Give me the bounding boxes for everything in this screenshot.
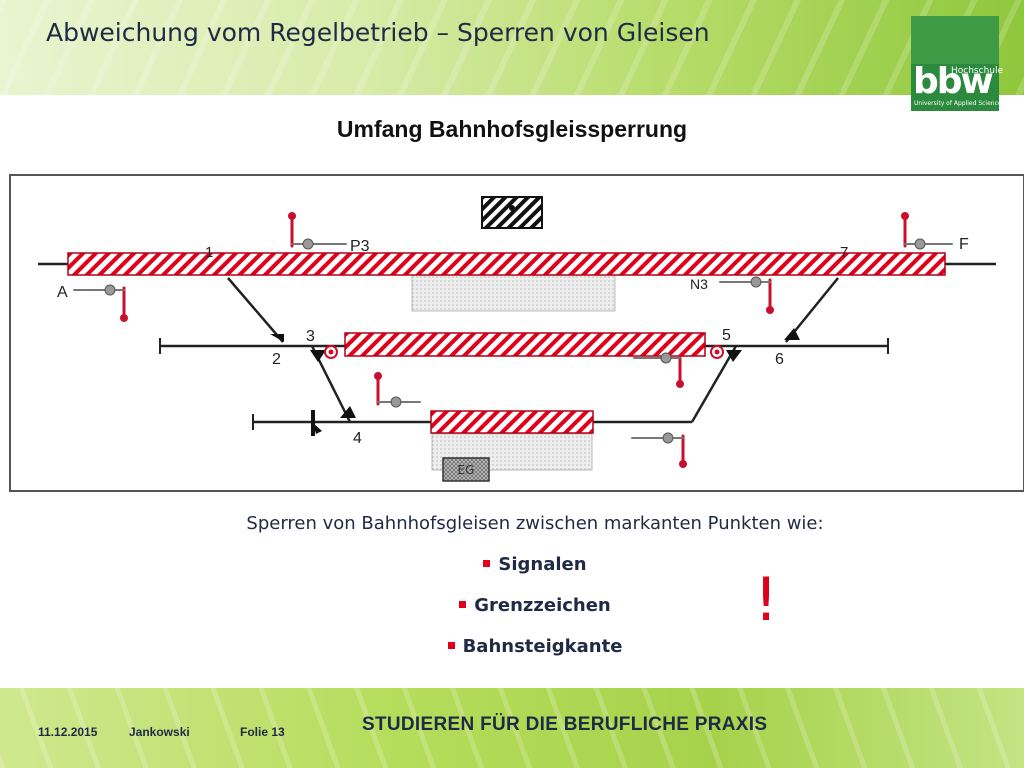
logo-mark: bbw <box>913 61 994 102</box>
building-eg <box>442 457 490 482</box>
bullet-marker <box>447 641 455 649</box>
slide-title-rest: vom Regelbetrieb – Sperren von Gleisen <box>206 18 710 47</box>
logo-subtitle: University of Applied Sciences <box>914 100 1005 107</box>
switch-1-2 <box>227 277 284 343</box>
exclamation-mark: ! <box>754 565 779 635</box>
signal-lower-left <box>374 372 421 408</box>
signal-a <box>73 284 128 322</box>
slide-title-main: Abweichung <box>46 18 207 47</box>
diagram-heading: Umfang Bahnhofsgleissperrung <box>336 116 688 142</box>
bullet-item: Grenzzeichen <box>0 593 1024 634</box>
label-3: 3 <box>306 328 315 345</box>
building-top-dot <box>509 205 515 211</box>
label-f: F <box>959 236 969 253</box>
bullet-list: Signalen Grenzzeichen Bahnsteigkante <box>0 552 1024 675</box>
label-4: 4 <box>353 430 362 447</box>
footer-author: Jankowski <box>129 725 190 739</box>
bullet-text: Grenzzeichen <box>474 595 611 616</box>
label-2: 2 <box>272 351 281 368</box>
label-7: 7 <box>840 244 848 261</box>
bbw-logo: bbw Hochschule University of Applied Sci… <box>911 16 1005 111</box>
closure-lower <box>430 410 594 434</box>
footer-date: 11.12.2015 <box>38 725 98 739</box>
signal-n3 <box>719 276 774 314</box>
bullet-text: Signalen <box>498 554 587 575</box>
signal-p3 <box>288 212 347 250</box>
footer-band <box>0 688 1024 768</box>
bullet-text: Bahnsteigkante <box>462 636 623 657</box>
buffer-stops <box>159 338 889 430</box>
bullet-item: Signalen <box>0 552 1024 593</box>
signal-lower-right <box>631 432 687 468</box>
label-1: 1 <box>205 244 213 261</box>
footer-slide-number: Folie 13 <box>240 725 285 739</box>
logo-top-block <box>911 16 999 64</box>
label-a: A <box>57 284 68 301</box>
logo-hochschule: Hochschule <box>951 66 1004 76</box>
closure-middle <box>344 332 706 357</box>
footer-slogan: STUDIEREN FÜR DIE BERUFLICHE PRAXIS <box>362 714 768 735</box>
target-markers <box>324 345 724 359</box>
label-6: 6 <box>775 351 784 368</box>
signal-f <box>901 212 953 250</box>
slide-title: Abweichung vom Regelbetrieb – Sperren vo… <box>46 18 710 47</box>
label-n3: N3 <box>690 276 708 292</box>
label-p3: P3 <box>350 238 370 255</box>
switch-5-lower <box>690 345 738 423</box>
diagram-labels: 1 2 3 4 5 6 7 A F P3 N3 <box>57 236 969 447</box>
bullet-marker <box>459 600 467 608</box>
building-top <box>481 196 543 229</box>
bullet-item: Bahnsteigkante <box>0 634 1024 675</box>
fouling-point-markers <box>270 328 800 418</box>
bullet-marker <box>483 559 491 567</box>
label-eg: EG <box>458 463 475 477</box>
header-band <box>0 0 1024 95</box>
platform-top <box>411 274 616 312</box>
caption: Sperren von Bahnhofsgleisen zwischen mar… <box>246 513 824 534</box>
label-5: 5 <box>722 327 731 344</box>
closure-main <box>67 252 946 276</box>
track-diagram: EG <box>9 174 1024 492</box>
signal-middle-right <box>633 352 684 388</box>
